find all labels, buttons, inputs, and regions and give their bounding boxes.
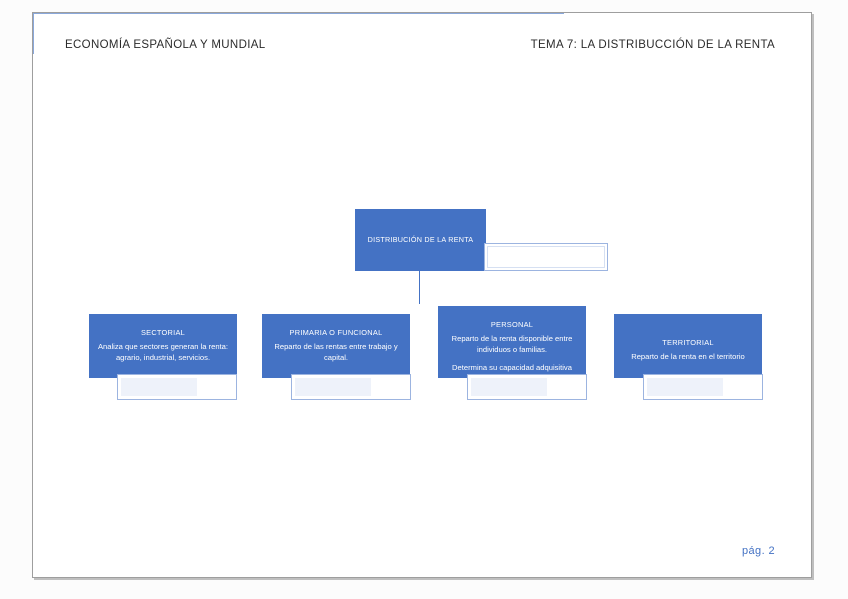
header-left-title: ECONOMÍA ESPAÑOLA Y MUNDIAL — [65, 39, 266, 51]
overlay-textbox-sectorial-tint — [121, 378, 197, 396]
connector-drop-primaria — [33, 26, 34, 38]
node-sectorial-title: SECTORIAL — [140, 328, 185, 337]
node-personal-body-secondary: Determina su capacidad adquisitiva — [452, 362, 572, 372]
node-personal-body: Reparto de la renta disponible entre ind… — [451, 333, 573, 354]
overlay-textbox-sectorial[interactable] — [117, 374, 237, 400]
overlay-textbox-personal-tint — [471, 378, 547, 396]
overlay-textbox-primaria[interactable] — [291, 374, 411, 400]
node-sectorial[interactable]: SECTORIAL Analiza que sectores generan l… — [89, 314, 237, 378]
node-primaria-body: Reparto de las rentas entre trabajo y ca… — [274, 341, 398, 362]
connector-horizontal-bus — [33, 13, 564, 14]
node-sectorial-body: Analiza que sectores generan la renta: a… — [97, 341, 229, 362]
header-right-title: TEMA 7: LA DISTRIBUCCIÓN DE LA RENTA — [530, 39, 775, 51]
page-number: pág. 2 — [742, 545, 775, 557]
node-personal[interactable]: PERSONAL Reparto de la renta disponible … — [438, 306, 586, 378]
overlay-textbox-territorial[interactable] — [643, 374, 763, 400]
node-personal-title: PERSONAL — [490, 320, 534, 329]
overlay-textbox-root[interactable] — [484, 243, 608, 271]
node-root-title: DISTRIBUCIÓN DE LA RENTA — [367, 235, 474, 245]
connector-drop-territorial — [33, 42, 34, 54]
node-primaria-o-funcional[interactable]: PRIMARIA O FUNCIONAL Reparto de las rent… — [262, 314, 410, 378]
node-territorial[interactable]: TERRITORIAL Reparto de la renta en el te… — [614, 314, 762, 378]
overlay-textbox-territorial-tint — [647, 378, 723, 396]
slide-page: ECONOMÍA ESPAÑOLA Y MUNDIAL TEMA 7: LA D… — [32, 12, 812, 578]
connector-drop-personal — [33, 38, 34, 42]
node-territorial-body: Reparto de la renta en el territorio — [631, 351, 745, 361]
connector-drop-sectorial — [33, 14, 34, 26]
node-distribucion-de-la-renta[interactable]: DISTRIBUCIÓN DE LA RENTA — [355, 209, 486, 271]
connector-root-stem — [419, 271, 420, 304]
overlay-textbox-primaria-tint — [295, 378, 371, 396]
node-territorial-title: TERRITORIAL — [662, 338, 714, 347]
node-primaria-title: PRIMARIA O FUNCIONAL — [289, 328, 383, 337]
org-chart: DISTRIBUCIÓN DE LA RENTA SECTORIAL Anali… — [33, 13, 813, 579]
overlay-textbox-root-inner — [487, 246, 605, 268]
overlay-textbox-personal[interactable] — [467, 374, 587, 400]
